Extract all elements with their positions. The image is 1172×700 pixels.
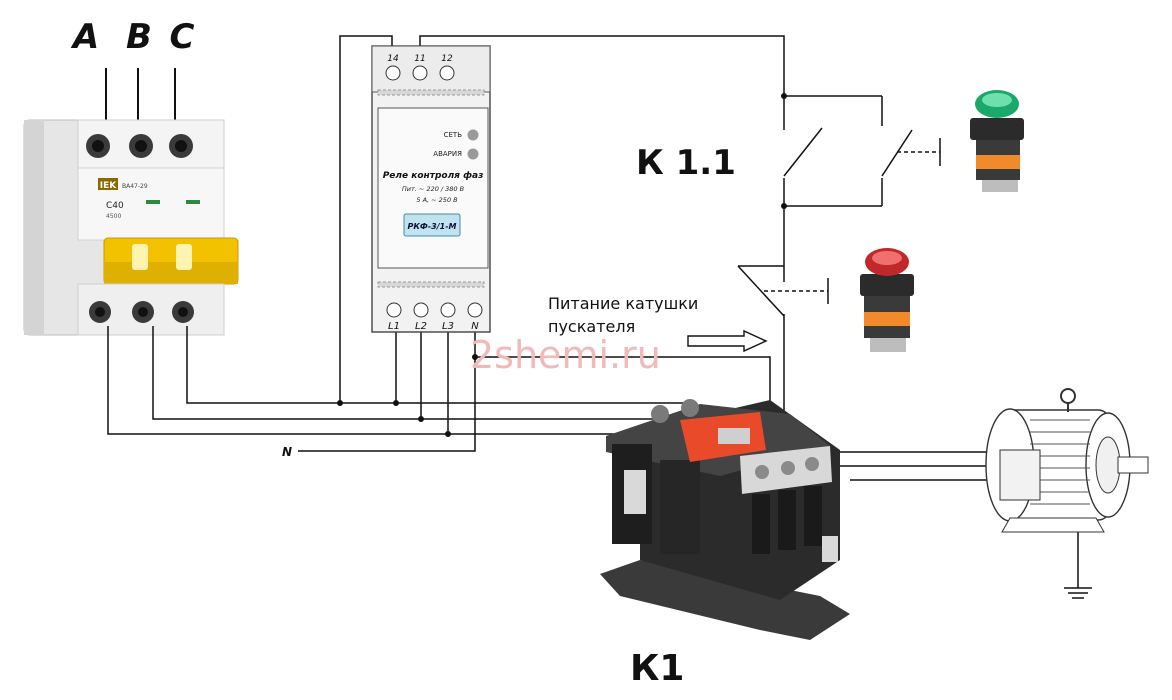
wire-junctions [337, 93, 787, 437]
breaker-brand: IEK [100, 181, 117, 191]
relay-terminal-14: 14 [387, 54, 399, 64]
relay-led-power [467, 129, 479, 141]
label-k11: К 1.1 [636, 143, 736, 183]
start-switch-symbol [783, 127, 941, 177]
relay-terminal-11: 11 [414, 54, 425, 64]
circuit-breaker: IEK BA47-29 C40 4500 [23, 119, 239, 336]
label-k1: К1 [630, 648, 684, 689]
breaker-handle [103, 237, 239, 285]
label-coil-line2: пускателя [548, 317, 635, 336]
label-coil-line1: Питание катушки [548, 294, 698, 313]
relay-terminal-n: N [471, 321, 479, 332]
coil-arrow [687, 329, 768, 353]
breaker-sub: 4500 [106, 213, 121, 220]
phase-label-c: C [170, 17, 195, 57]
relay-led-alarm-label: АВАРИЯ [433, 150, 462, 158]
relay-spec-2: 5 А, ~ 250 В [416, 196, 458, 204]
relay-led-power-label: СЕТЬ [444, 131, 463, 139]
label-neutral: N [282, 445, 292, 459]
stop-switch-symbol [737, 265, 829, 317]
relay-terminal-12: 12 [441, 54, 453, 64]
relay-terminal-l1: L1 [388, 321, 400, 332]
phase-label-a: A [70, 17, 99, 57]
stop-push-button [860, 248, 914, 352]
watermark: 2shemi.ru [470, 333, 661, 377]
start-push-button [970, 90, 1024, 192]
relay-model: РКФ-3/1-М [408, 222, 457, 231]
wires [107, 35, 1079, 588]
electric-motor [985, 388, 1149, 533]
phase-label-b: B [126, 17, 152, 57]
relay-terminal-l3: L3 [442, 321, 454, 332]
breaker-model: BA47-29 [122, 183, 148, 190]
relay-spec-1: Пит. ~ 220 / 380 В [402, 185, 465, 193]
contactor [600, 399, 850, 640]
phase-control-relay: 14 11 12 СЕТЬ АВАРИЯ Реле контроля фаз П… [371, 45, 491, 333]
breaker-rating: C40 [106, 201, 124, 211]
relay-led-alarm [467, 148, 479, 160]
ground-symbol [1064, 587, 1092, 599]
phase-labels: A B C [70, 17, 195, 126]
relay-terminal-l2: L2 [415, 321, 427, 332]
relay-title: Реле контроля фаз [383, 171, 484, 181]
